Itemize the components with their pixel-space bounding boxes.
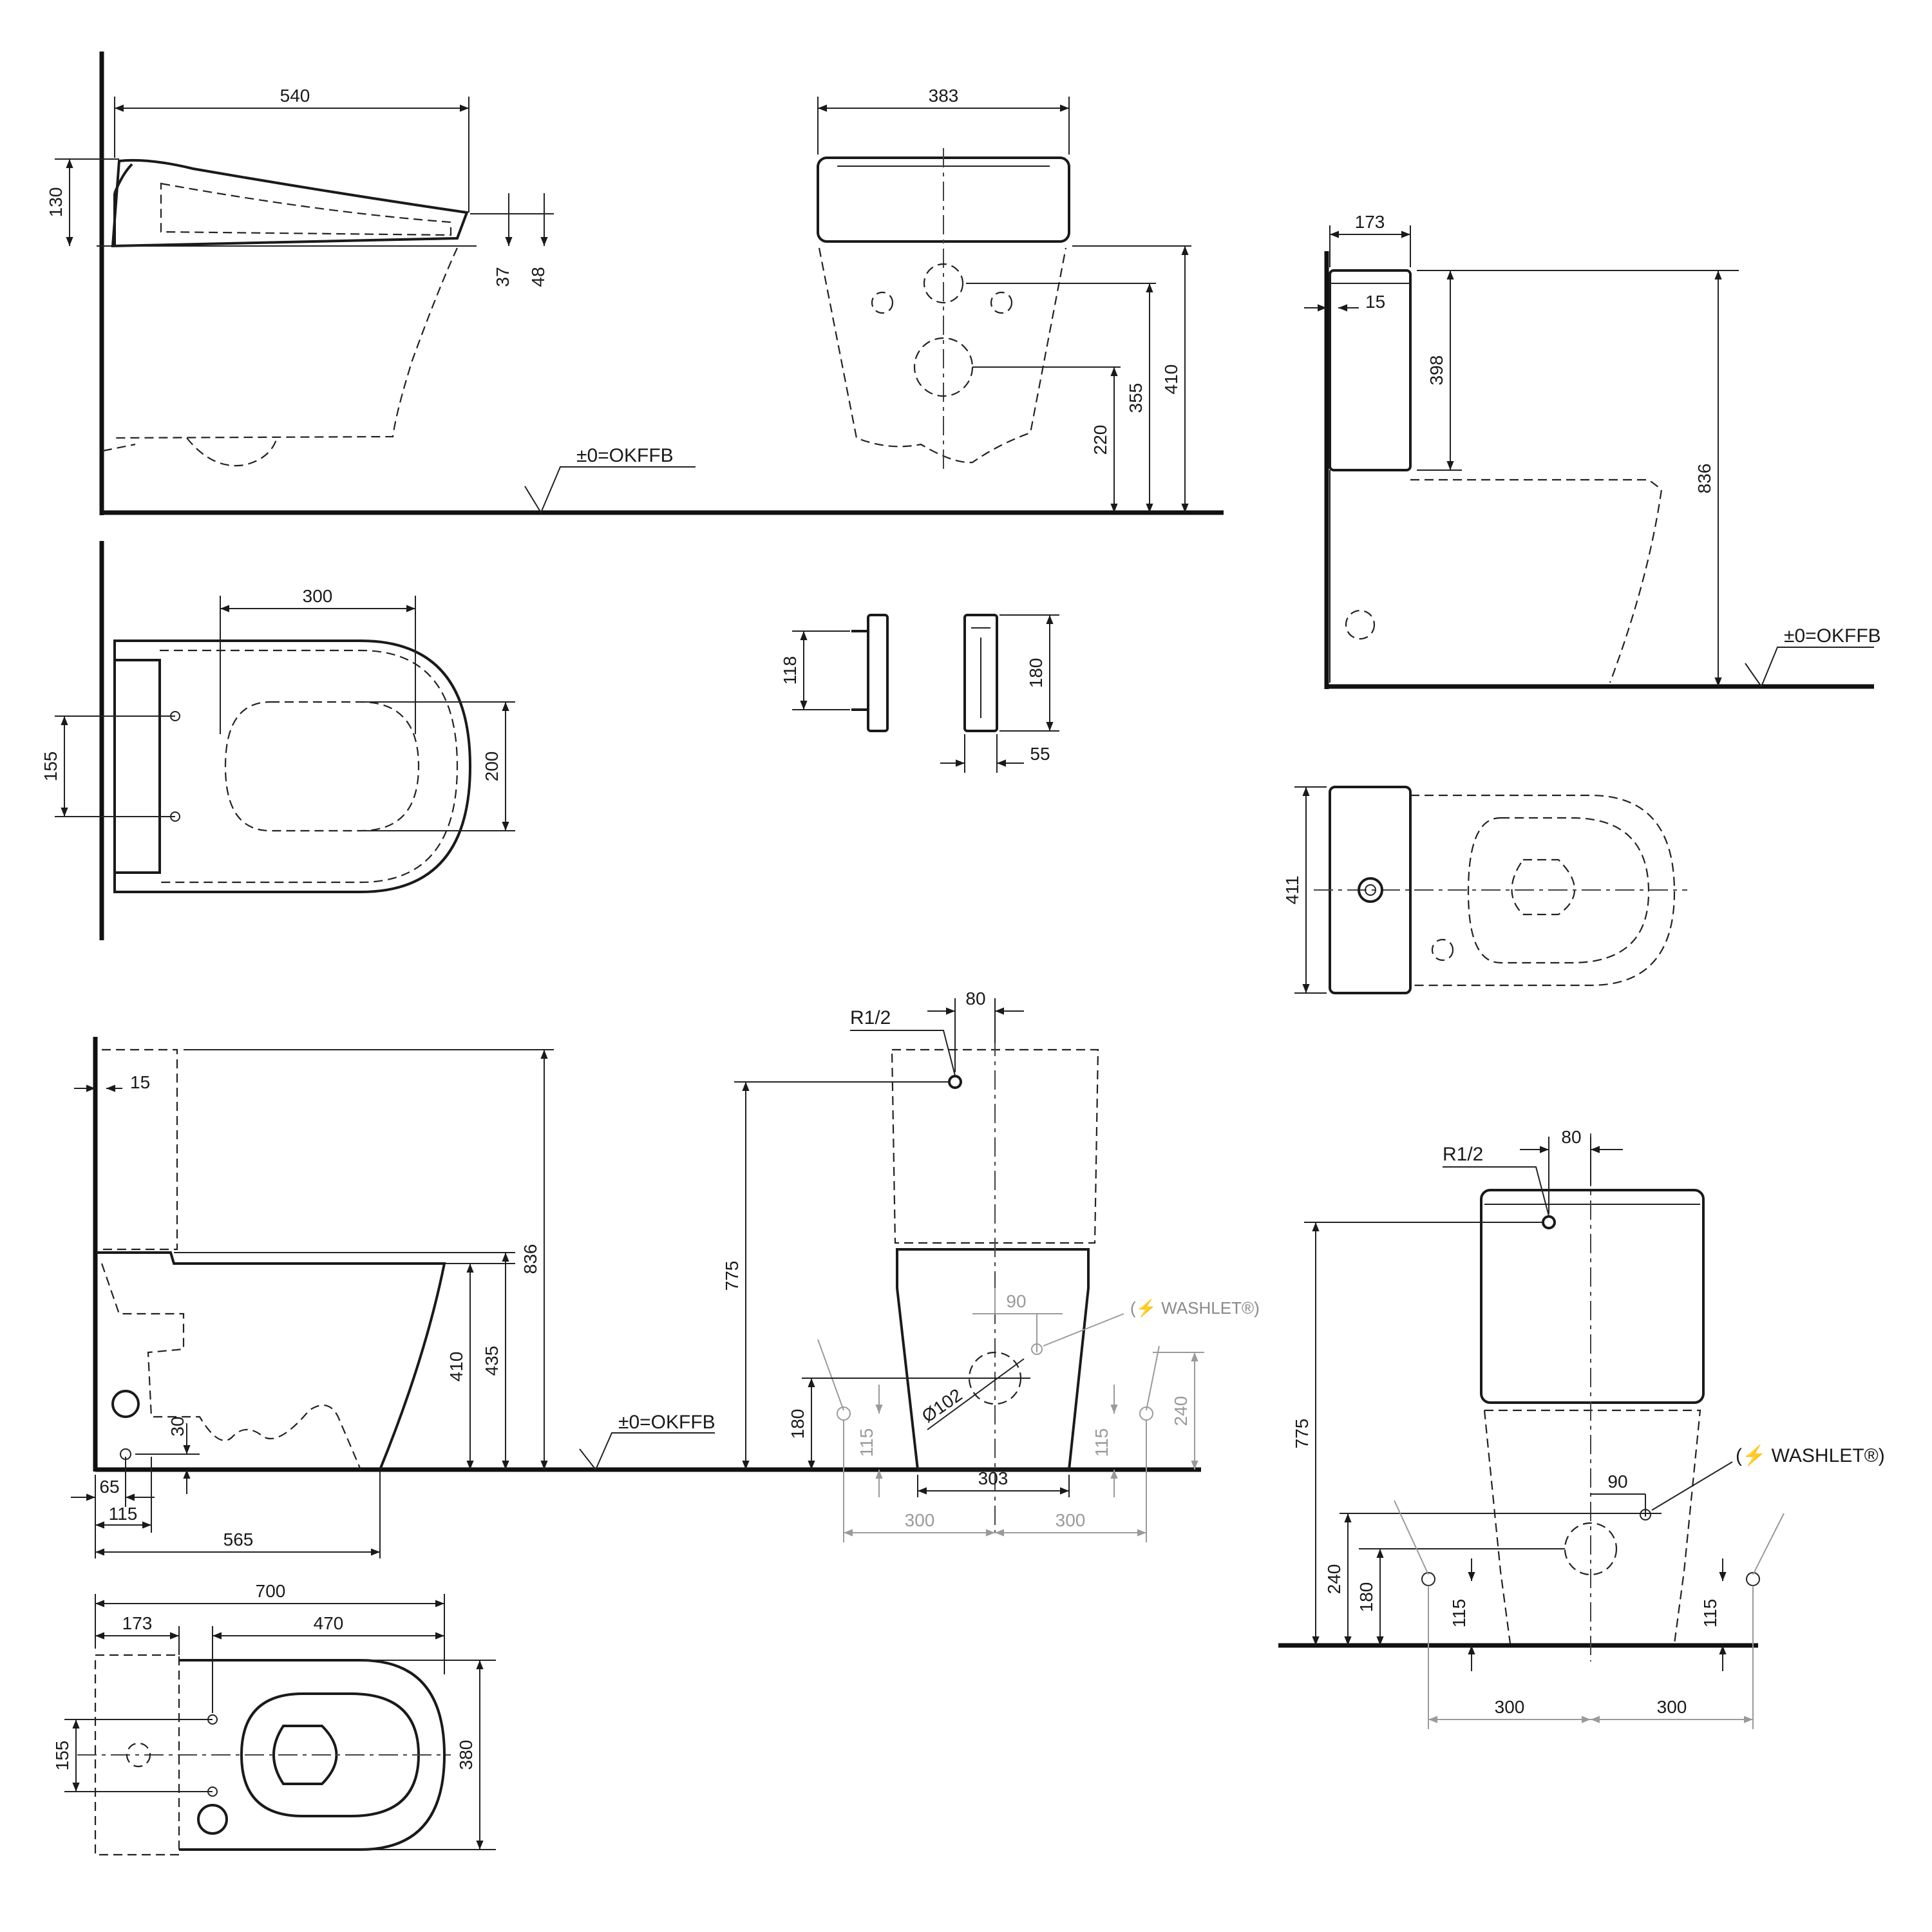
dim-775-2: 775	[1292, 1419, 1312, 1449]
dim-355: 355	[1126, 383, 1146, 413]
dim-180-remote: 180	[1026, 658, 1046, 688]
bowl-hidden-line	[102, 247, 458, 467]
level-label-3: ±0=OKFFB	[618, 1412, 715, 1433]
washlet-hinge	[113, 163, 133, 246]
dim-90-1: 90	[1006, 1291, 1026, 1311]
dim-90-2: 90	[1607, 1472, 1627, 1492]
dim-700: 700	[256, 1581, 286, 1601]
dim-220: 220	[1090, 425, 1110, 455]
bowl-front	[896, 1248, 1090, 1471]
dim-173-plan: 173	[122, 1613, 153, 1633]
washlet-label-2: (⚡ WASHLET®)	[1736, 1444, 1885, 1467]
washlet-seat-body	[111, 158, 469, 248]
dim-300-l2: 300	[1495, 1697, 1525, 1717]
dim-173-side: 173	[1355, 212, 1385, 232]
dim-15-cc: 15	[130, 1072, 150, 1092]
dim-300-r1: 300	[1056, 1510, 1086, 1530]
washlet-control-unit	[113, 659, 161, 874]
view-washlet-front-elevation: 383 220 355 410 ±0=OKFFB	[524, 86, 1191, 515]
dim-155-plan: 155	[52, 1741, 72, 1771]
seat-cover-hidden-line	[160, 182, 452, 236]
seat-plan-outline	[113, 639, 472, 893]
r12-label-2: R1/2	[1443, 1144, 1483, 1165]
dim-118: 118	[780, 656, 800, 685]
dim-240-2: 240	[1324, 1564, 1344, 1595]
dim-410: 410	[1161, 365, 1181, 395]
view-washlet-side-elevation: 540 130 37 48	[46, 52, 1224, 515]
cistern-side	[1329, 269, 1412, 471]
dim-775-1: 775	[722, 1261, 742, 1291]
dim-470: 470	[314, 1613, 344, 1633]
dim-383: 383	[929, 86, 959, 106]
dim-435: 435	[482, 1346, 502, 1376]
dim-300-seat: 300	[303, 586, 333, 606]
level-label-1: ±0=OKFFB	[576, 445, 674, 466]
dim-411: 411	[1282, 876, 1302, 905]
dim-37: 37	[493, 267, 513, 287]
cistern-hidden	[102, 1048, 178, 1251]
view-washlet-plan: 300 155 200	[41, 541, 515, 940]
dim-115-l2: 115	[1449, 1599, 1469, 1628]
dim-115-l1: 115	[857, 1428, 876, 1457]
view-closecoupled-side-left: 15 836 435 410 30 65 115 565 ±0=OKFFB	[71, 1037, 1201, 1558]
dim-15-side: 15	[1365, 292, 1385, 312]
dim-565: 565	[223, 1530, 254, 1549]
dim-48: 48	[528, 267, 548, 287]
dim-80-2: 80	[1561, 1127, 1581, 1147]
view-remote-control: 118 180 55	[780, 614, 1059, 773]
dim-130: 130	[46, 187, 66, 218]
bowl-front-hidden-line	[818, 247, 1067, 464]
remote-side-view	[867, 614, 889, 732]
dim-30: 30	[167, 1416, 187, 1436]
dim-540: 540	[280, 86, 310, 106]
dim-380: 380	[456, 1740, 476, 1770]
dim-300-l1: 300	[905, 1510, 935, 1530]
view-closecoupled-plan-right: 411	[1282, 786, 1687, 994]
remote-front-view	[963, 614, 998, 732]
view-closecoupled-front-right: R1/2 80 775 90 (⚡ WASHLET®) 240 180 115	[1278, 1127, 1885, 1729]
level-label-2: ±0=OKFFB	[1784, 625, 1881, 647]
dim-300-r2: 300	[1657, 1697, 1687, 1717]
diameter-label: Ø102	[918, 1385, 966, 1426]
dim-200: 200	[482, 752, 502, 782]
cistern-front-hidden	[891, 1048, 1099, 1244]
bowl-plan-outline	[179, 1659, 446, 1851]
dim-836-side: 836	[1694, 464, 1714, 494]
dim-180-1: 180	[788, 1409, 808, 1439]
washlet-label-1: (⚡ WASHLET®)	[1130, 1298, 1260, 1318]
view-closecoupled-side-right: 173 15 398 836 ±0=OKFFB	[1304, 212, 1881, 689]
dim-65: 65	[99, 1477, 119, 1497]
view-closecoupled-plan-left: 700 173 470 155 380	[52, 1581, 496, 1856]
dim-240-1: 240	[1171, 1396, 1191, 1426]
dim-836-cc: 836	[520, 1244, 540, 1274]
dim-180-2: 180	[1356, 1582, 1376, 1613]
view-closecoupled-front-middle: R1/2 80 775 Ø102 90 (⚡ WASHLET®) 180 115	[722, 989, 1260, 1542]
bowl-side-hidden	[1410, 478, 1663, 683]
dim-410-cc: 410	[446, 1352, 466, 1382]
dim-155-seat: 155	[41, 752, 61, 782]
dim-55: 55	[1030, 744, 1050, 764]
r12-label-1: R1/2	[850, 1007, 891, 1028]
seat-opening	[224, 701, 420, 832]
dim-398: 398	[1426, 355, 1446, 386]
bowl-outline	[97, 1251, 446, 1470]
cistern-front	[1480, 1189, 1705, 1404]
dim-115-r2: 115	[1700, 1599, 1720, 1628]
dim-115-cc: 115	[109, 1504, 138, 1524]
dim-80-1: 80	[965, 989, 985, 1009]
dim-115-r1: 115	[1092, 1428, 1112, 1457]
dim-303: 303	[978, 1468, 1009, 1488]
